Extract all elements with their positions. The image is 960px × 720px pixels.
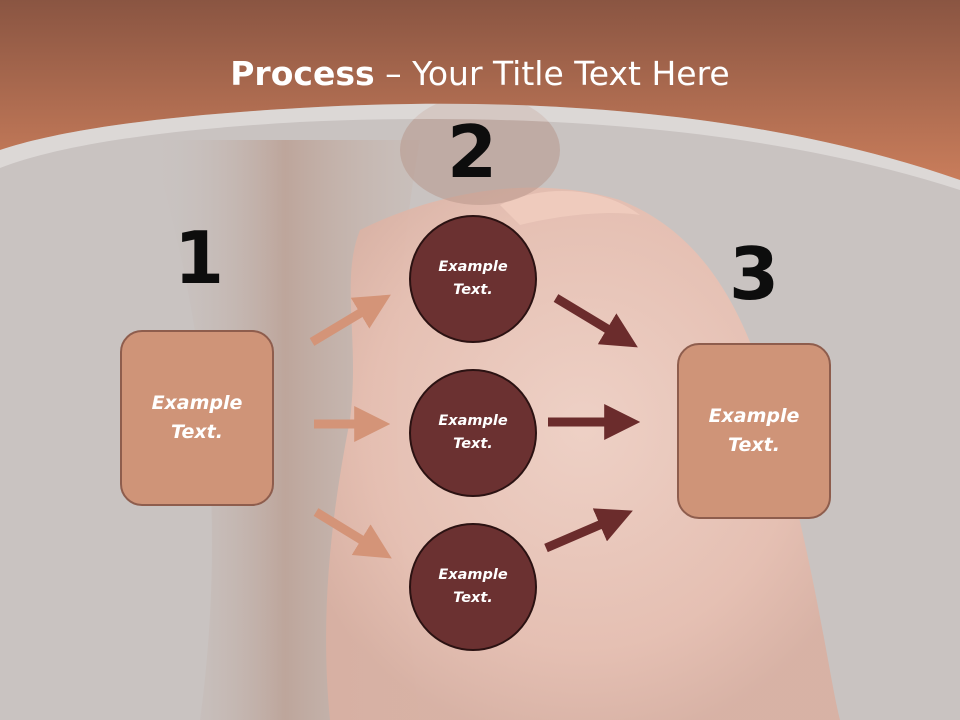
title-bold: Process [230,54,375,93]
step-number-1: 1 [173,216,225,300]
step-3-box: Example Text. [677,343,831,519]
slide-title: Process – Your Title Text Here [0,52,960,96]
circle-top-text: Example Text. [438,259,508,298]
circle-middle: Example Text. [409,369,537,497]
step-1-text: Example Text. [151,392,243,443]
circle-top: Example Text. [409,215,537,343]
circle-middle-text: Example Text. [438,413,508,452]
step-1-box: Example Text. [120,330,274,506]
step-number-3: 3 [728,232,780,316]
title-rest: – Your Title Text Here [374,54,730,93]
circle-bottom: Example Text. [409,523,537,651]
step-3-text: Example Text. [708,405,800,456]
circle-bottom-text: Example Text. [438,567,508,606]
step-number-2: 2 [446,110,498,194]
